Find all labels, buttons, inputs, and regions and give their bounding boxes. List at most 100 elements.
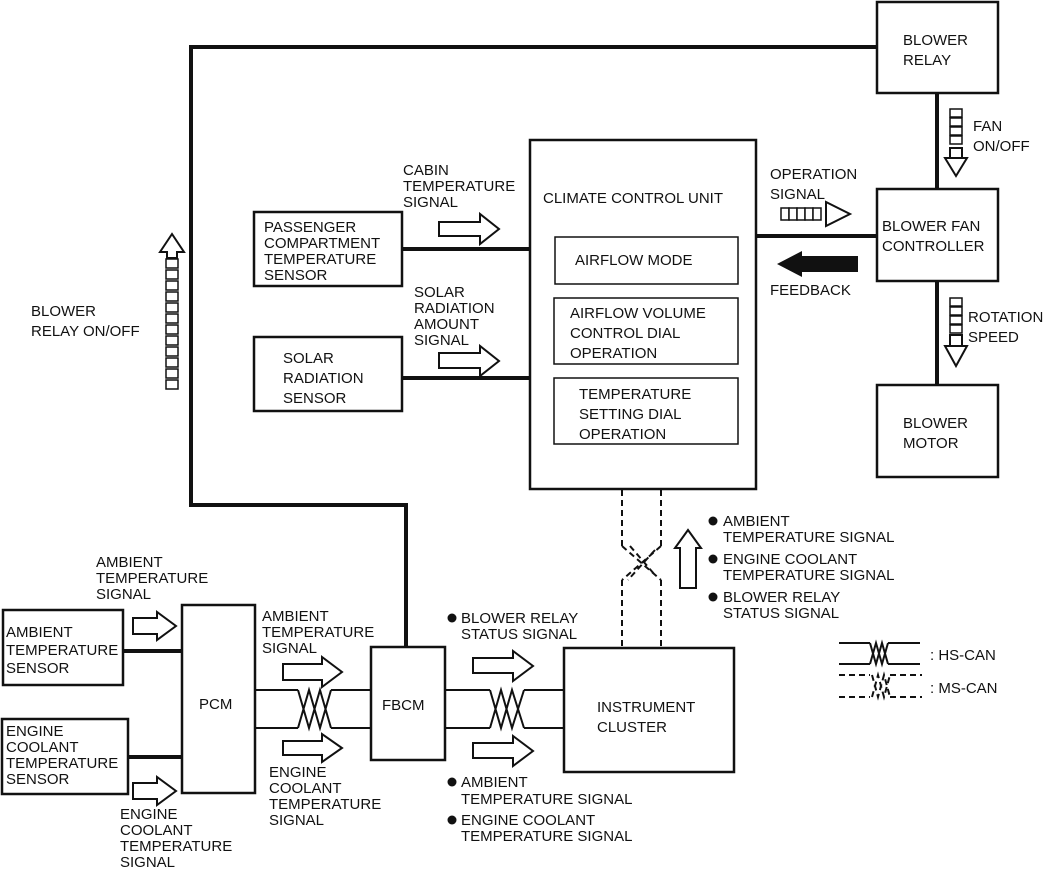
operation-signal-label-2: SIGNAL: [770, 186, 825, 203]
ambient-sensor-box: [1, 608, 125, 687]
fbcm-box: [369, 645, 447, 762]
legend: : HS-CAN : MS-CAN: [839, 639, 998, 701]
temp-setting-label-2: SETTING DIAL: [579, 406, 682, 423]
ambient-to-pcm-arrow-icon: [132, 610, 178, 642]
blower-motor-label-2: MOTOR: [903, 435, 959, 452]
cluster-ccu-label-3: BLOWER RELAY: [723, 589, 840, 606]
wires: [123, 45, 939, 759]
solar-sensor-box: [252, 335, 404, 413]
fan-onoff-label: FAN: [973, 118, 1002, 135]
hs-can-fbcm-cluster: [445, 686, 564, 732]
cluster-to-ccu-arrow-icon: [673, 528, 703, 589]
solar-signal-label-3: AMOUNT: [414, 316, 479, 333]
fbcm-cluster-bottom-label-2: ENGINE COOLANT: [461, 812, 595, 829]
coolant-pcm-fbcm-label-4: SIGNAL: [269, 812, 324, 829]
ms-can-legend-icon: [839, 671, 922, 701]
coolant-pcm-fbcm-label-3: TEMPERATURE: [269, 796, 381, 813]
arrow-segment: [165, 258, 179, 269]
solar-sensor-label-3: SENSOR: [283, 390, 347, 407]
cabin-temp-signal-label: CABIN: [403, 162, 449, 179]
fbcm-cluster-top-label-2: STATUS SIGNAL: [461, 626, 577, 643]
ambient-pcm-fbcm-label-3: SIGNAL: [262, 640, 317, 657]
engine-coolant-sensor-box: [0, 717, 130, 796]
cluster-ccu-label-1b: TEMPERATURE SIGNAL: [723, 529, 894, 546]
solar-signal-label-4: SIGNAL: [414, 332, 469, 349]
cluster-label-2: CLUSTER: [597, 719, 667, 736]
coolant-sensor-label-3: TEMPERATURE: [6, 755, 118, 772]
svg-text:RELAY: RELAY: [903, 52, 951, 69]
operation-signal-arrow-icon: [780, 200, 853, 228]
coolant-sensor-label-1: ENGINE: [6, 723, 64, 740]
coolant-to-pcm-label-2: COOLANT: [120, 822, 193, 839]
ambient-pcm-fbcm-label: AMBIENT: [262, 608, 329, 625]
bullet-icon: [447, 777, 457, 787]
blower-relay-onoff-arrow-icon: [158, 232, 186, 390]
svg-text:BLOWER: BLOWER: [903, 32, 968, 49]
controller-label-2: CONTROLLER: [882, 238, 985, 255]
fbcm-cluster-top-arrow-icon: [472, 649, 535, 683]
arrow-segment: [165, 324, 179, 335]
arrow-segment: [165, 368, 179, 379]
arrows: [132, 211, 858, 807]
arrow-segment: [165, 269, 179, 280]
passenger-sensor-label-2: COMPARTMENT: [264, 235, 380, 252]
bullet-icon: [708, 592, 718, 602]
airflow-volume-label-2: CONTROL DIAL: [570, 325, 680, 342]
fbcm-cluster-bottom-label-1b: TEMPERATURE SIGNAL: [461, 791, 632, 808]
hs-can-legend-icon: [839, 639, 920, 668]
temperature-setting-box: [553, 377, 739, 445]
solar-sensor-label-2: RADIATION: [283, 370, 364, 387]
solar-signal-label-2: RADIATION: [414, 300, 495, 317]
blower-relay-onoff-label: BLOWER: [31, 303, 96, 320]
bullet-icon: [447, 815, 457, 825]
ambient-pcm-fbcm-arrow-icon: [282, 655, 344, 689]
fbcm-label: FBCM: [382, 697, 425, 714]
airflow-volume-label-3: OPERATION: [570, 345, 657, 362]
operation-signal-label: OPERATION: [770, 166, 857, 183]
passenger-sensor-label-4: SENSOR: [264, 267, 328, 284]
passenger-sensor-label-3: TEMPERATURE: [264, 251, 376, 268]
cluster-ccu-label-2: ENGINE COOLANT: [723, 551, 857, 568]
hs-can-legend-label: : HS-CAN: [930, 647, 996, 664]
bullet-icon: [708, 554, 718, 564]
cluster-ccu-label-2b: TEMPERATURE SIGNAL: [723, 567, 894, 584]
blower-motor-label-1: BLOWER: [903, 415, 968, 432]
solar-signal-arrow-icon: [438, 343, 501, 379]
signal-labels: CABIN TEMPERATURE SIGNAL SOLAR RADIATION…: [31, 118, 1043, 871]
airflow-mode-box: [554, 236, 739, 285]
passenger-sensor-box: [252, 210, 404, 288]
fan-onoff-arrow-icon: [943, 108, 969, 178]
coolant-to-pcm-arrow-icon: [132, 775, 178, 807]
arrow-segment: [165, 335, 179, 346]
rotation-speed-arrow-icon: [943, 297, 969, 369]
fbcm-cluster-top-label: BLOWER RELAY: [461, 610, 578, 627]
blower-relay-onoff-label-2: RELAY ON/OFF: [31, 323, 140, 340]
solar-sensor-label-1: SOLAR: [283, 350, 334, 367]
arrow-segment: [165, 357, 179, 368]
arrow-segment: [165, 313, 179, 324]
ambient-to-pcm-label-2: TEMPERATURE: [96, 570, 208, 587]
bullet-icon: [708, 516, 718, 526]
coolant-to-pcm-label-4: SIGNAL: [120, 854, 175, 871]
temp-setting-label-1: TEMPERATURE: [579, 386, 691, 403]
ms-can-legend-label: : MS-CAN: [930, 680, 998, 697]
airflow-mode-label: AIRFLOW MODE: [575, 252, 693, 269]
ambient-sensor-label-3: SENSOR: [6, 660, 70, 677]
cluster-ccu-label-3b: STATUS SIGNAL: [723, 605, 839, 622]
airflow-volume-label-1: AIRFLOW VOLUME: [570, 305, 706, 322]
arrow-segment: [165, 379, 179, 390]
pcm-box: [180, 603, 257, 795]
coolant-pcm-fbcm-arrow-icon: [282, 732, 344, 764]
passenger-sensor-label-1: PASSENGER: [264, 219, 356, 236]
feedback-arrow-icon: [777, 251, 858, 277]
arrow-segment: [165, 346, 179, 357]
airflow-volume-box: [553, 297, 739, 365]
coolant-sensor-label-4: SENSOR: [6, 771, 70, 788]
cluster-ccu-label-1: AMBIENT: [723, 513, 790, 530]
cabin-temp-arrow-icon: [438, 211, 501, 247]
blower-relay-label: BLOWER: [903, 32, 968, 49]
ambient-pcm-fbcm-label-2: TEMPERATURE: [262, 624, 374, 641]
cabin-temp-signal-label-3: SIGNAL: [403, 194, 458, 211]
arrow-segment: [165, 302, 179, 313]
